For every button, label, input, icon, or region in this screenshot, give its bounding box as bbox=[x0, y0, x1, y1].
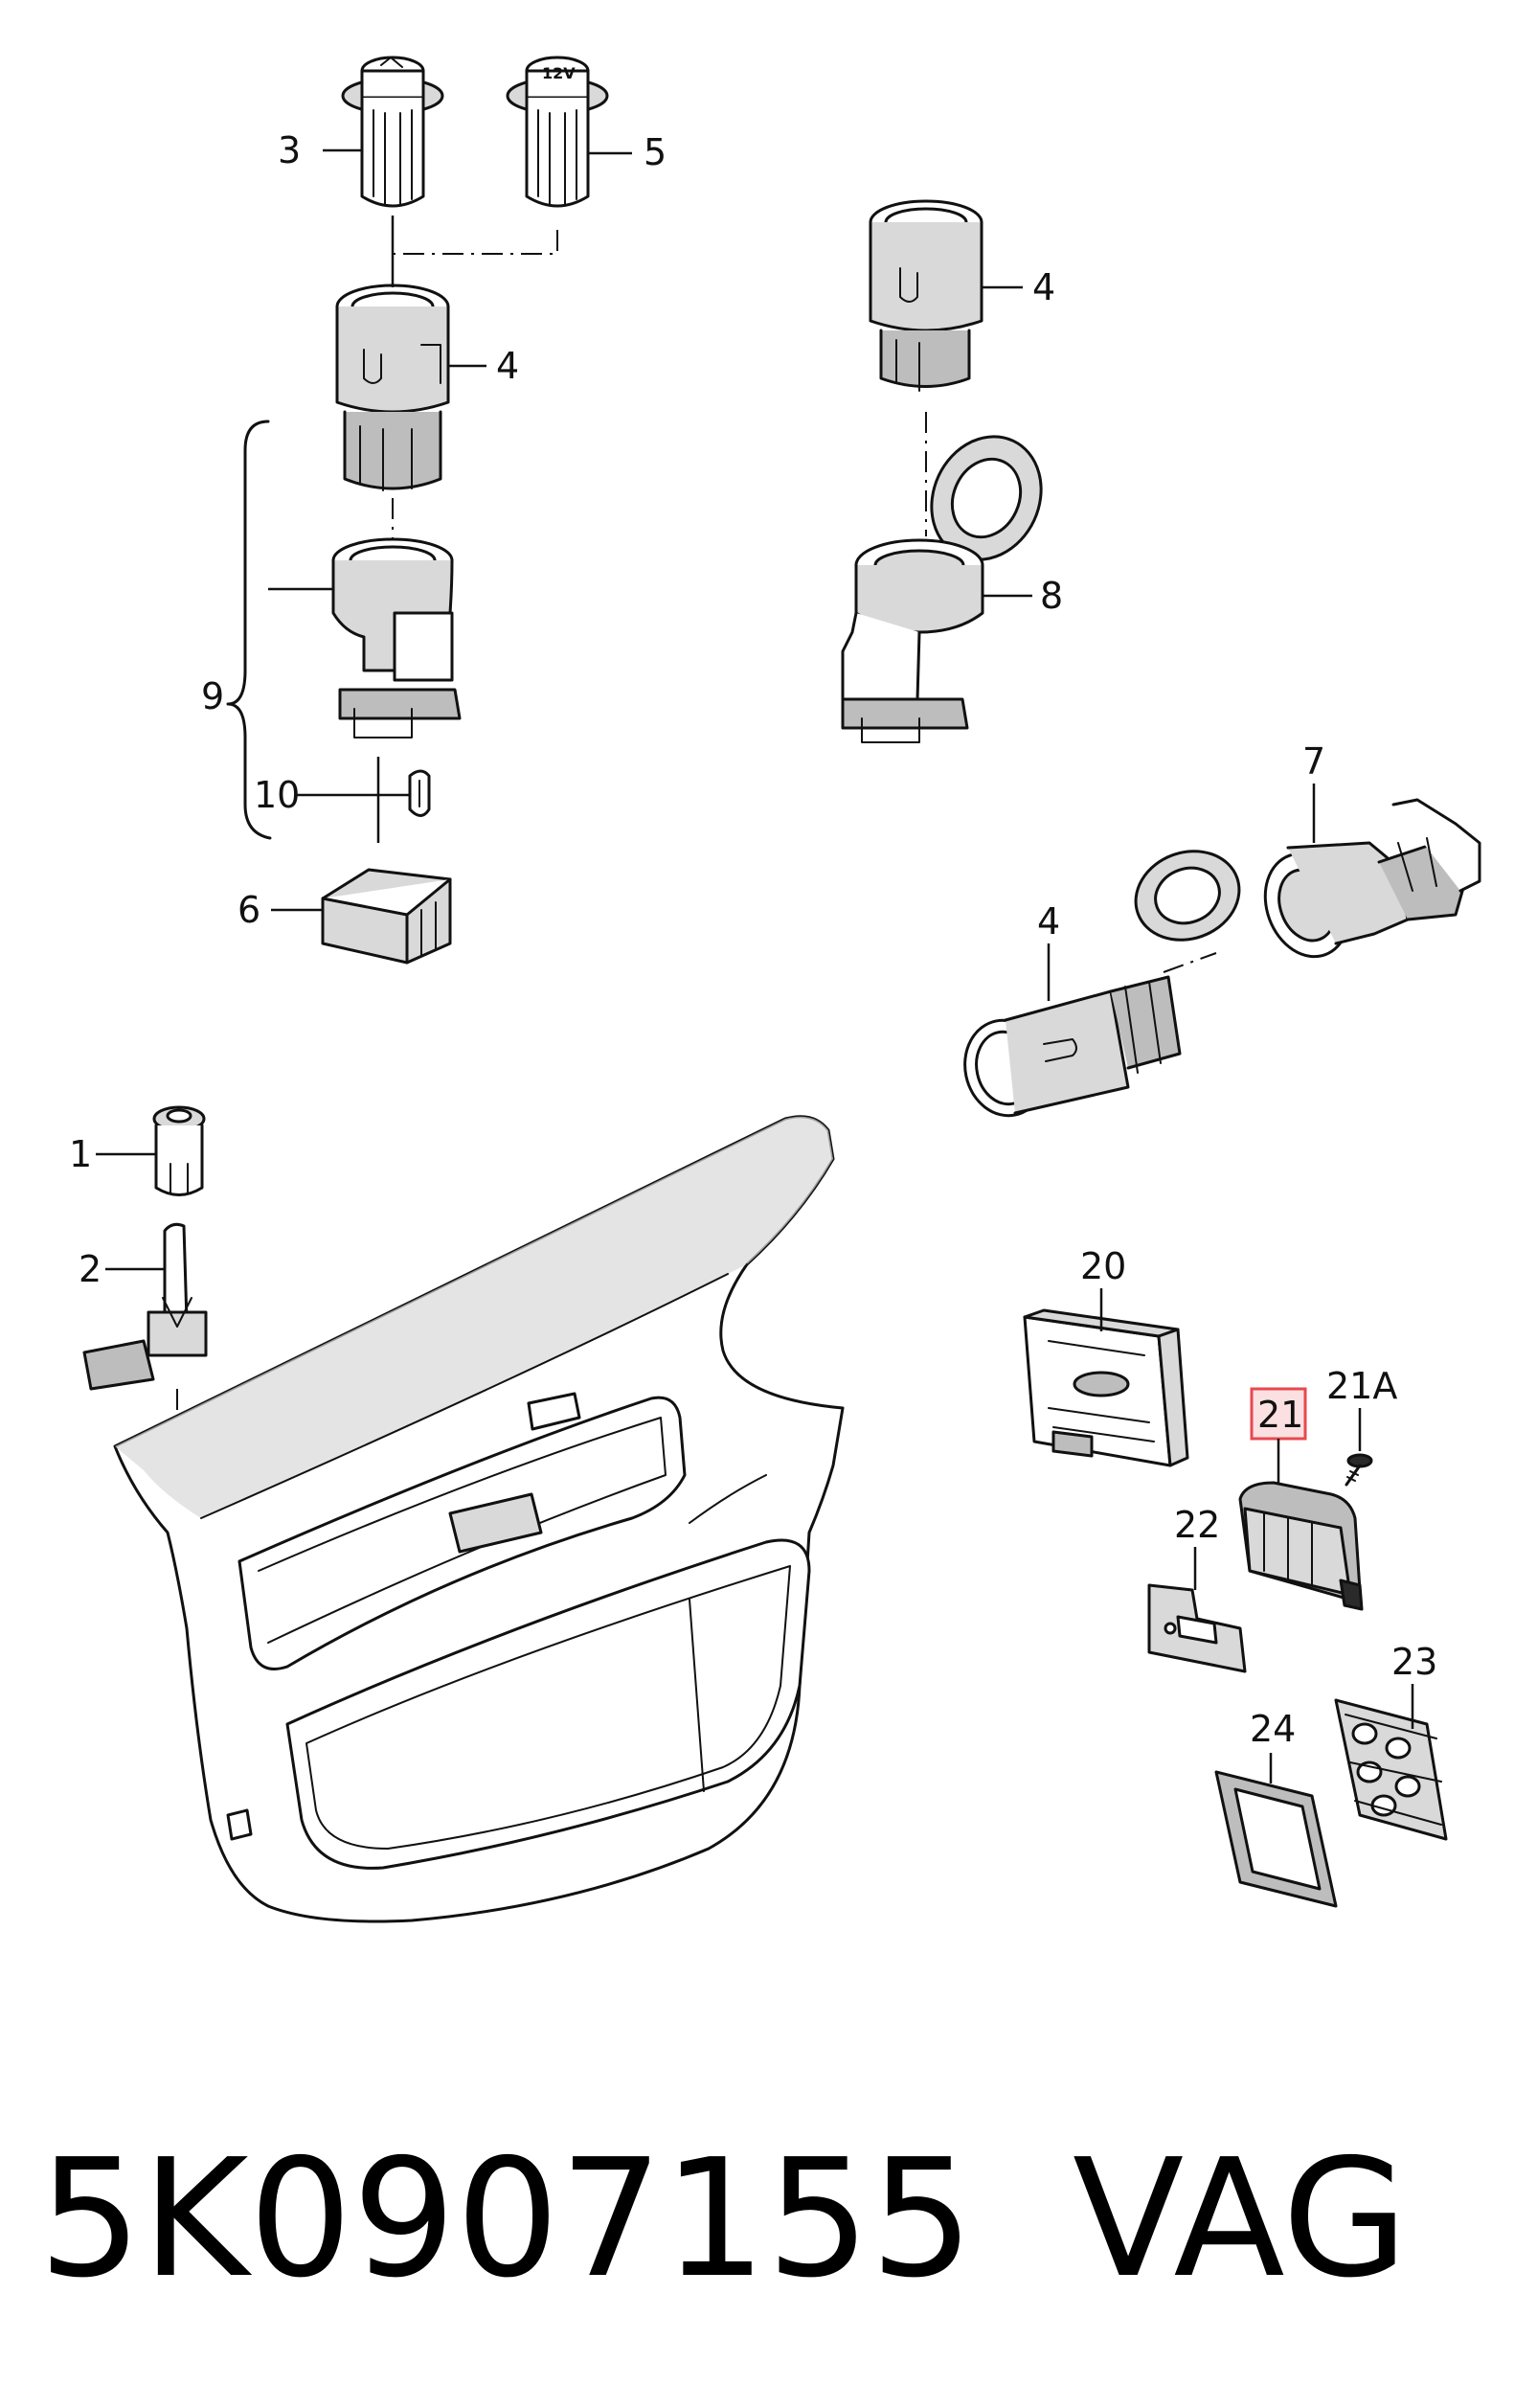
part-6-connector bbox=[321, 868, 452, 965]
callout-21a: 21A bbox=[1326, 1365, 1397, 1407]
part-20-control-unit bbox=[1023, 1308, 1189, 1467]
part-9-housing bbox=[331, 537, 462, 738]
part-8-housing-cover bbox=[841, 435, 1043, 743]
part-4-socket-right bbox=[869, 199, 983, 392]
callout-24: 24 bbox=[1250, 1708, 1296, 1750]
callout-21: 21 bbox=[1257, 1394, 1303, 1436]
highlight-box-21 bbox=[1250, 1387, 1307, 1441]
callout-2: 2 bbox=[79, 1248, 102, 1290]
part-22-connector-plate bbox=[1147, 1583, 1247, 1673]
callout-8: 8 bbox=[1040, 575, 1063, 617]
part-10-bulb bbox=[408, 769, 431, 817]
part-21a-screw bbox=[1345, 1453, 1373, 1487]
part-3-plug bbox=[341, 56, 444, 208]
callout-1: 1 bbox=[69, 1133, 92, 1175]
callout-5: 5 bbox=[644, 131, 667, 173]
part-5-plug: 12V bbox=[506, 56, 609, 208]
callout-20: 20 bbox=[1080, 1245, 1126, 1287]
part-2-lamp-holder bbox=[82, 1222, 208, 1391]
callout-9: 9 bbox=[201, 675, 224, 717]
callout-6: 6 bbox=[237, 889, 260, 931]
part-number-label: 5K0907155 bbox=[38, 2124, 974, 2314]
callout-3: 3 bbox=[278, 129, 301, 171]
part-21-control-unit bbox=[1238, 1481, 1364, 1611]
part-24-gasket bbox=[1214, 1770, 1338, 1908]
callout-22: 22 bbox=[1174, 1504, 1220, 1546]
callout-10: 10 bbox=[254, 774, 300, 816]
callout-7: 7 bbox=[1302, 740, 1325, 783]
12v-marking-icon: 12V bbox=[542, 64, 576, 82]
callout-4-top-right: 4 bbox=[1032, 266, 1055, 308]
callout-4-horizontal: 4 bbox=[1037, 900, 1060, 943]
part-4-socket-horizontal bbox=[963, 975, 1182, 1118]
brand-label: VAG bbox=[1073, 2124, 1408, 2314]
callout-23: 23 bbox=[1391, 1641, 1437, 1683]
part-7-housing-assembly bbox=[1134, 798, 1481, 959]
door-trim-panel bbox=[113, 1115, 845, 1923]
callout-4-top-left: 4 bbox=[496, 345, 519, 387]
part-4-socket-left bbox=[335, 284, 450, 491]
part-1-clip bbox=[152, 1105, 206, 1196]
part-23-carrier-plate bbox=[1334, 1698, 1448, 1841]
